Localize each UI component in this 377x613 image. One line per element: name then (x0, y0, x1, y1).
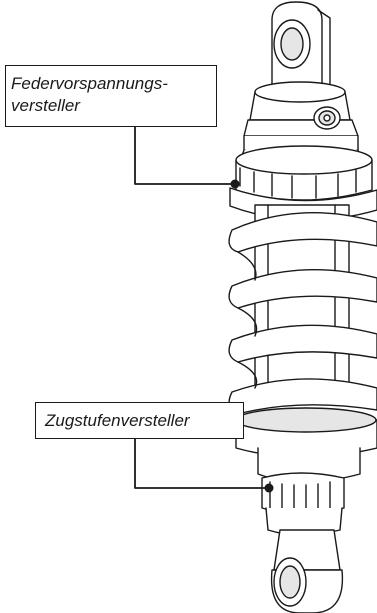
rebound-knob (261, 472, 345, 536)
leader-dots (230, 179, 274, 493)
leader-lines (134, 126, 267, 489)
bottom-eye-mount (270, 529, 344, 613)
lower-spring-seat (235, 407, 377, 483)
callout-label-line: Federvorspannungs- (11, 74, 168, 93)
top-eye-mount (271, 1, 331, 96)
bleed-nut (313, 106, 341, 130)
callout-label-line: Zugstufenversteller (45, 411, 190, 430)
callout-label-line: versteller (11, 96, 80, 115)
callout-spring-preload-adjuster: Federvorspannungs- versteller (5, 65, 217, 127)
coil-spring (228, 212, 377, 415)
callout-rebound-damping-adjuster: Zugstufenversteller (35, 402, 244, 439)
